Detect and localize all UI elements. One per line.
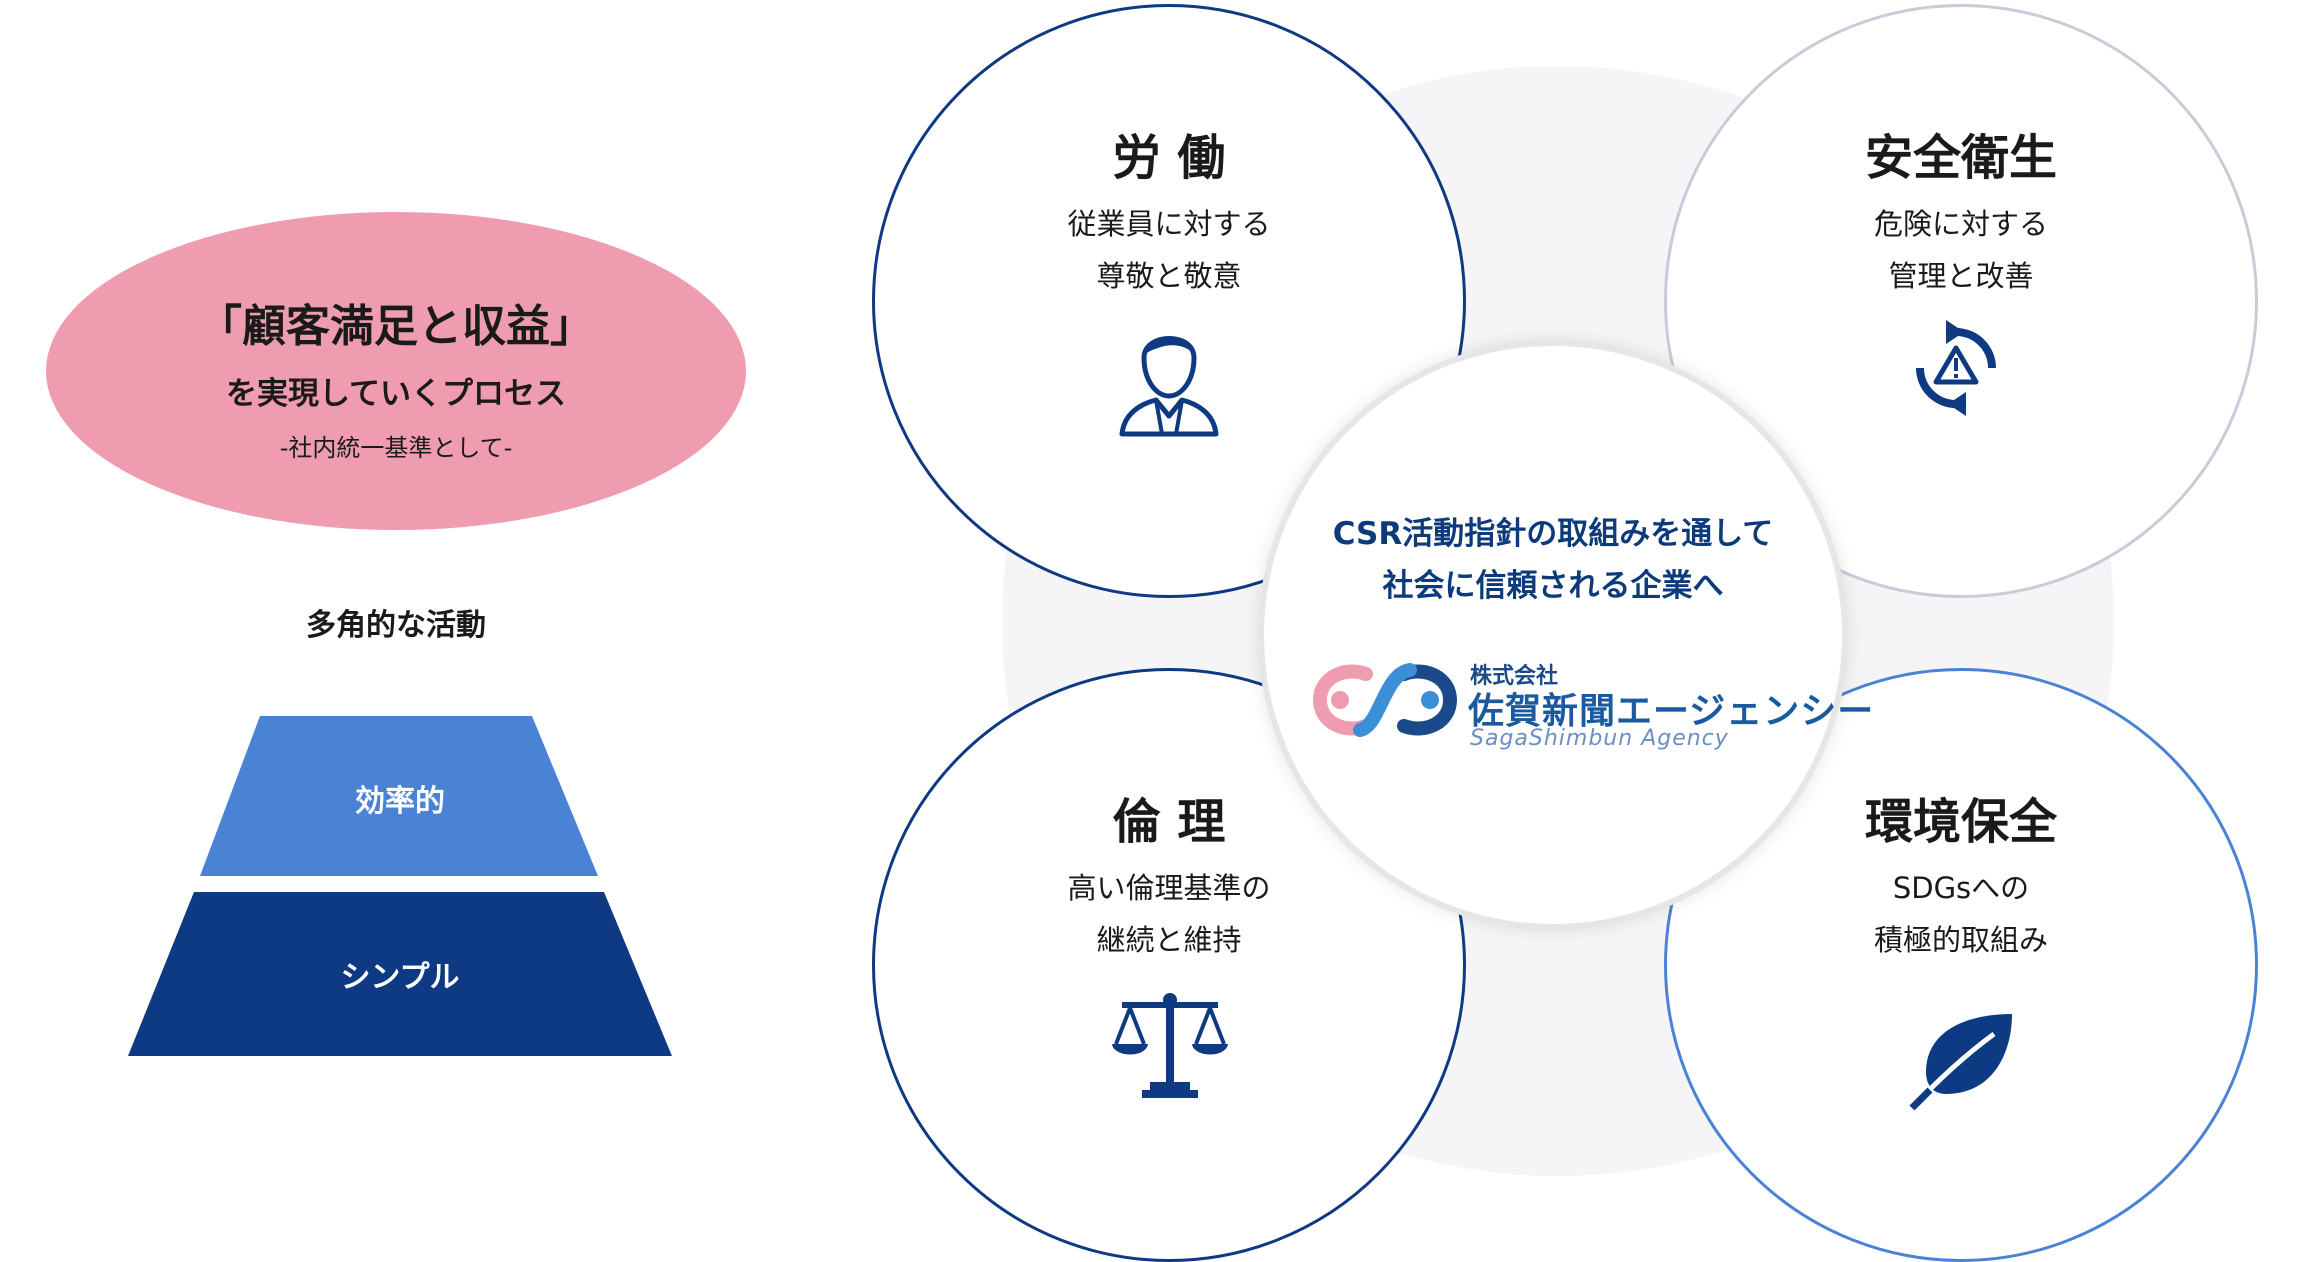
safety-line-1: 危険に対する — [1873, 207, 2048, 241]
environment-description: SDGsへの 積極的取組み — [1664, 862, 2258, 966]
pyramid-shapes — [128, 716, 672, 1056]
labor-line-1: 従業員に対する — [1067, 207, 1271, 241]
process-ellipse — [46, 212, 746, 530]
environment-line-1: SDGsへの — [1892, 871, 2030, 905]
ellipse-title: 「顧客満足と収益」 — [198, 301, 594, 352]
labor-title: 労 働 — [1112, 130, 1226, 186]
pyramid-tier-bottom-label: シンプル — [340, 960, 460, 995]
ethics-line-1: 高い倫理基準の — [1067, 871, 1271, 905]
pyramid-tier-bottom — [128, 892, 672, 1056]
center-line-2: 社会に信頼される企業へ — [1382, 568, 1724, 604]
ethics-title: 倫 理 — [1112, 794, 1226, 850]
center-message: CSR活動指針の取組みを通して 社会に信頼される企業へ — [1258, 508, 1848, 612]
leaf-icon — [1908, 1010, 2018, 1120]
logo-company-name: 佐賀新聞エージェンシー — [1468, 691, 1875, 732]
safety-description: 危険に対する 管理と改善 — [1664, 198, 2258, 302]
center-circle — [1258, 340, 1848, 930]
safety-line-2: 管理と改善 — [1888, 259, 2034, 293]
environment-title: 環境保全 — [1864, 794, 2057, 850]
ethics-description: 高い倫理基準の 継続と維持 — [872, 862, 1466, 966]
pyramid: 効率的 シンプル — [120, 716, 680, 1056]
labor-line-2: 尊敬と敬意 — [1096, 259, 1242, 293]
logo-kabushiki-kaisha: 株式会社 — [1470, 664, 1559, 689]
warning-cycle-icon — [1906, 318, 2016, 428]
scales-icon — [1110, 990, 1228, 1100]
center-line-1: CSR活動指針の取組みを通して — [1332, 516, 1774, 552]
ethics-line-2: 継続と維持 — [1096, 923, 1242, 957]
company-logo-icon — [1310, 650, 1460, 750]
environment-line-2: 積極的取組み — [1873, 923, 2048, 957]
labor-description: 従業員に対する 尊敬と敬意 — [872, 198, 1466, 302]
pyramid-tier-top-label: 効率的 — [355, 784, 445, 819]
ellipse-note: -社内統一基準として- — [279, 434, 513, 462]
safety-title: 安全衛生 — [1864, 130, 2057, 186]
person-icon — [1114, 318, 1224, 437]
ellipse-subtitle: を実現していくプロセス — [225, 376, 567, 412]
logo-english-name: SagaShimbun Agency — [1470, 726, 1729, 751]
multi-activity-label: 多角的な活動 — [306, 608, 486, 643]
pyramid-tier-top — [200, 716, 598, 876]
